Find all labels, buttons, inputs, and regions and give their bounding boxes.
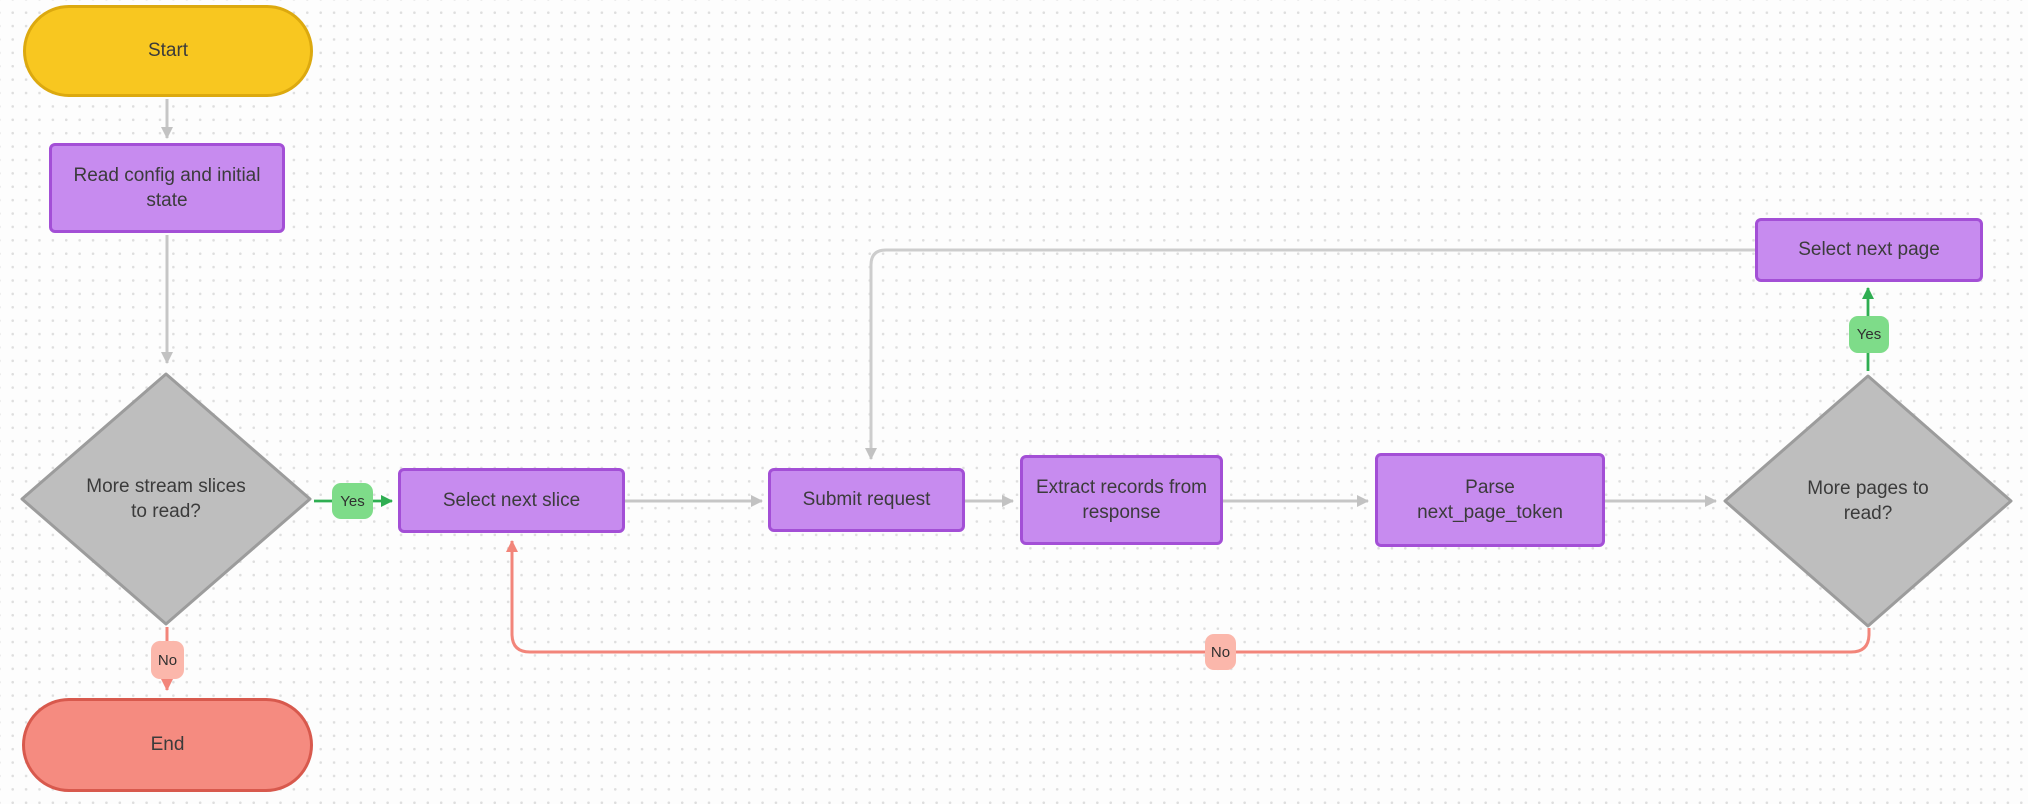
node-start[interactable]: Start (23, 5, 313, 97)
edge-label-text: No (157, 651, 178, 669)
node-parse-next-page-token[interactable]: Parse next_page_token (1375, 453, 1605, 547)
diamond-shape (20, 372, 312, 626)
node-select-next-slice-label: Select next slice (442, 489, 581, 511)
node-extract-records[interactable]: Extract records from response (1020, 455, 1223, 545)
node-select-next-page[interactable]: Select next page (1755, 218, 1983, 282)
node-submit-request[interactable]: Submit request (768, 468, 965, 532)
edge-more-pages-no (506, 540, 1871, 654)
edge-label-more-pages-yes[interactable]: Yes (1849, 316, 1889, 353)
node-end-label: End (150, 734, 185, 756)
edge-label-more-pages-no[interactable]: No (1205, 634, 1236, 670)
edge-label-more-slices-no[interactable]: No (151, 641, 184, 679)
node-more-slices-label: More stream slices to read? (86, 475, 246, 522)
node-select-next-slice[interactable]: Select next slice (398, 468, 625, 533)
node-start-label: Start (147, 40, 189, 62)
node-read-config[interactable]: Read config and initial state (49, 143, 285, 233)
edge-label-text: No (1210, 643, 1231, 661)
edge-label-text: Yes (340, 492, 365, 510)
diamond-shape (1723, 374, 2013, 628)
edge-label-text: Yes (1856, 326, 1882, 343)
edge-label-more-slices-yes[interactable]: Yes (332, 483, 373, 519)
node-more-pages-label: More pages to read? (1807, 477, 1929, 524)
node-submit-request-label: Submit request (802, 489, 931, 511)
node-end[interactable]: End (22, 698, 313, 792)
node-read-config-label: Read config and initial state (73, 164, 261, 211)
node-select-next-page-label: Select next page (1798, 239, 1940, 261)
node-more-pages-decision[interactable]: More pages to read? (1722, 373, 2014, 629)
node-extract-records-label: Extract records from response (1035, 476, 1208, 523)
edge-select-next-page-to-submit-request (865, 248, 1755, 460)
node-more-slices-decision[interactable]: More stream slices to read? (18, 370, 314, 628)
node-parse-next-page-token-label: Parse next_page_token (1417, 476, 1563, 523)
